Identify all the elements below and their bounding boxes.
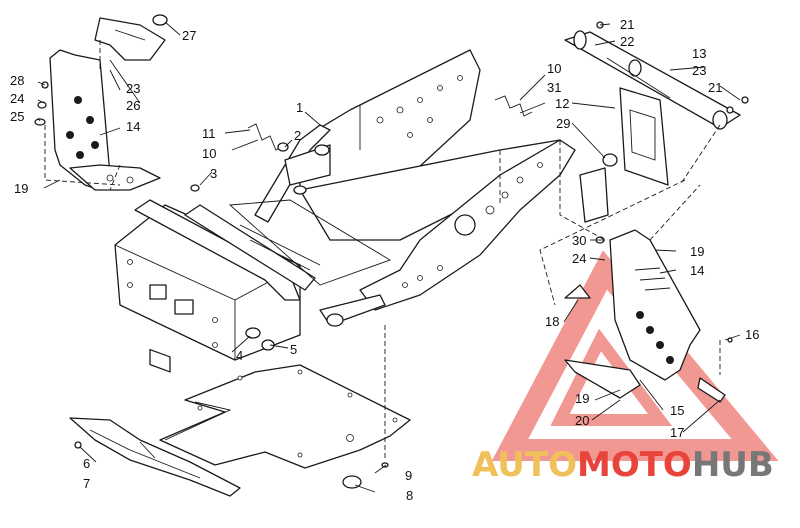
- callout-3: 3: [210, 166, 217, 181]
- callout-16: 16: [745, 327, 759, 342]
- callout-24-right: 24: [572, 251, 586, 266]
- callout-17: 17: [670, 425, 684, 440]
- callout-20: 20: [575, 413, 589, 428]
- callout-22: 22: [620, 34, 634, 49]
- callout-15: 15: [670, 403, 684, 418]
- callout-5: 5: [290, 342, 297, 357]
- callout-24-left: 24: [10, 91, 24, 106]
- main-frame: [114, 49, 576, 373]
- steering-assembly: [564, 30, 741, 223]
- callout-19-right-lower: 19: [575, 391, 589, 406]
- right-footrest: [564, 229, 726, 403]
- callout-13: 13: [692, 46, 706, 61]
- hardware: [41, 21, 749, 489]
- callout-23-left: 23: [126, 81, 140, 96]
- callout-26: 26: [126, 98, 140, 113]
- watermark-text: AUTOMOTOHUB: [472, 445, 774, 485]
- skid-plate: [69, 417, 241, 497]
- callout-14-right: 14: [690, 263, 704, 278]
- leader-lines: [37, 21, 741, 493]
- callout-21-lower: 21: [708, 80, 722, 95]
- callout-27: 27: [182, 28, 196, 43]
- callout-21-upper: 21: [620, 17, 634, 32]
- callout-25: 25: [10, 109, 24, 124]
- callout-4: 4: [236, 348, 243, 363]
- callout-11: 11: [202, 126, 216, 141]
- callout-8: 8: [406, 488, 413, 503]
- callout-18: 18: [545, 314, 559, 329]
- assembly-lines: [44, 40, 721, 460]
- left-footrest: [34, 14, 168, 191]
- callout-19-left: 19: [14, 181, 28, 196]
- callout-29: 29: [556, 116, 570, 131]
- callout-12: 12: [555, 96, 569, 111]
- callout-31: 31: [547, 80, 561, 95]
- callout-2: 2: [294, 128, 301, 143]
- callout-14-left: 14: [126, 119, 140, 134]
- callout-7: 7: [83, 476, 90, 491]
- callout-1: 1: [296, 100, 303, 115]
- callout-30: 30: [572, 233, 586, 248]
- callout-28: 28: [10, 73, 24, 88]
- callout-19-right-upper: 19: [690, 244, 704, 259]
- belly-pan: [159, 364, 411, 469]
- callout-9: 9: [405, 468, 412, 483]
- springs: [247, 95, 533, 151]
- callout-10-left: 10: [202, 146, 216, 161]
- callout-6: 6: [83, 456, 90, 471]
- callout-10-right: 10: [547, 61, 561, 76]
- callout-labels: 1 2 3 4 5 6 7 8 9 10 11 10 31 12 13 23 2…: [10, 17, 759, 503]
- watermark-auto: AUTOMOTOHUB: [472, 445, 774, 485]
- callout-23-right: 23: [692, 63, 706, 78]
